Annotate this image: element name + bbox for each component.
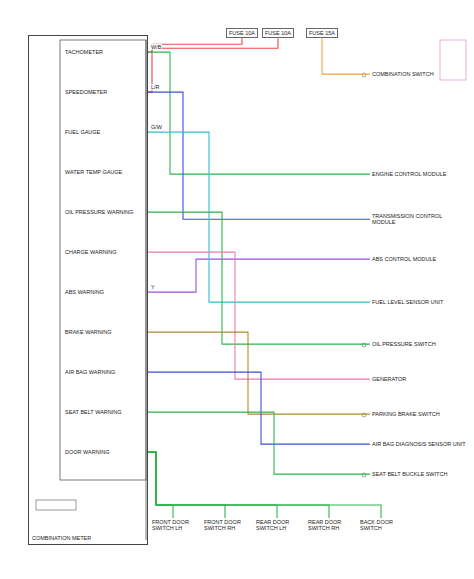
component-label: CHARGE WARNING xyxy=(65,249,145,255)
component-label: ENGINE CONTROL MODULE xyxy=(372,171,466,177)
wire xyxy=(148,412,370,474)
wire xyxy=(148,212,370,344)
wire-color-code: G/W xyxy=(150,124,163,130)
meter-circuit: BRAKE WARNING xyxy=(63,328,147,336)
meter-circuit: AIR BAG WARNING xyxy=(63,368,147,376)
component-label: PARKING BRAKE SWITCH xyxy=(372,411,466,417)
wire xyxy=(148,452,225,518)
component: ENGINE CONTROL MODULE xyxy=(370,170,468,178)
wire xyxy=(148,372,370,444)
wire xyxy=(148,38,278,92)
wire xyxy=(148,452,381,518)
component-label: DOOR WARNING xyxy=(65,449,145,455)
wire xyxy=(148,452,329,518)
component: ABS CONTROL MODULE xyxy=(370,255,468,263)
meter-circuit: DOOR WARNING xyxy=(63,448,147,456)
wire-color-code: L/R xyxy=(150,84,161,90)
fuse: FUSE 10A xyxy=(226,28,258,38)
component-label: ABS WARNING xyxy=(65,289,145,295)
component-label: AIR BAG WARNING xyxy=(65,369,145,375)
component: GENERATOR xyxy=(370,375,468,383)
wire xyxy=(148,252,370,379)
component-label: ABS CONTROL MODULE xyxy=(372,256,466,262)
component: TRANSMISSION CONTROL MODULE xyxy=(370,212,468,227)
meter-circuit: SPEEDOMETER xyxy=(63,88,147,96)
meter-circuit: OIL PRESSURE WARNING xyxy=(63,208,147,216)
component-label: SPEEDOMETER xyxy=(65,89,145,95)
component-label: COMBINATION SWITCH xyxy=(372,71,466,77)
meter-circuit: CHARGE WARNING xyxy=(63,248,147,256)
component-label: WATER TEMP GAUGE xyxy=(65,169,145,175)
wire-color-code: W/B xyxy=(150,44,162,50)
component: BACK DOOR SWITCH xyxy=(358,518,404,533)
component: AIR BAG DIAGNOSIS SENSOR UNIT xyxy=(370,440,468,448)
meter-circuit-strip xyxy=(60,40,146,480)
meter-circuit: TACHOMETER xyxy=(63,48,147,56)
component-label: FUEL GAUGE xyxy=(65,129,145,135)
component-label: AIR BAG DIAGNOSIS SENSOR UNIT xyxy=(372,441,466,447)
wire xyxy=(322,38,370,74)
component: COMBINATION SWITCH xyxy=(370,70,468,78)
component-label: FUSE 15A xyxy=(309,30,335,36)
switch-symbols xyxy=(362,40,466,477)
wire xyxy=(148,52,370,174)
component: REAR DOOR SWITCH RH xyxy=(306,518,352,533)
component-label: FRONT DOOR SWITCH LH xyxy=(152,519,194,532)
component-label: COMBINATION METER xyxy=(32,535,91,541)
meter-module xyxy=(36,500,76,510)
component: FRONT DOOR SWITCH LH xyxy=(150,518,196,533)
wire xyxy=(148,92,370,219)
component: SEAT BELT BUCKLE SWITCH xyxy=(370,470,468,478)
wire xyxy=(148,452,277,518)
wire xyxy=(148,452,173,518)
component-label: SEAT BELT BUCKLE SWITCH xyxy=(372,471,466,477)
component-label: SEAT BELT WARNING xyxy=(65,409,145,415)
component-label: BACK DOOR SWITCH xyxy=(360,519,402,532)
wire xyxy=(148,259,370,292)
component-label: TACHOMETER xyxy=(65,49,145,55)
component-label: FUSE 10A xyxy=(229,30,255,36)
meter-connector xyxy=(146,40,147,540)
component-label: REAR DOOR SWITCH LH xyxy=(256,519,298,532)
wire xyxy=(148,332,370,414)
component: OIL PRESSURE SWITCH xyxy=(370,340,468,348)
component: FUEL LEVEL SENSOR UNIT xyxy=(370,298,468,306)
meter-housing: COMBINATION METER TACHOMETER SPEEDOMETER FU… xyxy=(28,35,148,545)
component-label: REAR DOOR SWITCH RH xyxy=(308,519,350,532)
component-label: OIL PRESSURE WARNING xyxy=(65,209,145,215)
fuse: FUSE 15A xyxy=(306,28,338,38)
component: PARKING BRAKE SWITCH xyxy=(370,410,468,418)
meter-circuit: ABS WARNING xyxy=(63,288,147,296)
wire-color-code: Y xyxy=(150,284,156,290)
component-label: GENERATOR xyxy=(372,376,466,382)
component-label: BRAKE WARNING xyxy=(65,329,145,335)
component-label: OIL PRESSURE SWITCH xyxy=(372,341,466,347)
component-label: FRONT DOOR SWITCH RH xyxy=(204,519,246,532)
wire xyxy=(148,132,370,302)
meter-circuit: WATER TEMP GAUGE xyxy=(63,168,147,176)
meter-circuit: FUEL GAUGE xyxy=(63,128,147,136)
component-label: TRANSMISSION CONTROL MODULE xyxy=(372,213,466,226)
component-label: FUEL LEVEL SENSOR UNIT xyxy=(372,299,466,305)
meter-circuit: SEAT BELT WARNING xyxy=(63,408,147,416)
fuse: FUSE 10A xyxy=(262,28,294,38)
wire xyxy=(148,38,242,52)
component: REAR DOOR SWITCH LH xyxy=(254,518,300,533)
component: FRONT DOOR SWITCH RH xyxy=(202,518,248,533)
component-label: FUSE 10A xyxy=(265,30,291,36)
